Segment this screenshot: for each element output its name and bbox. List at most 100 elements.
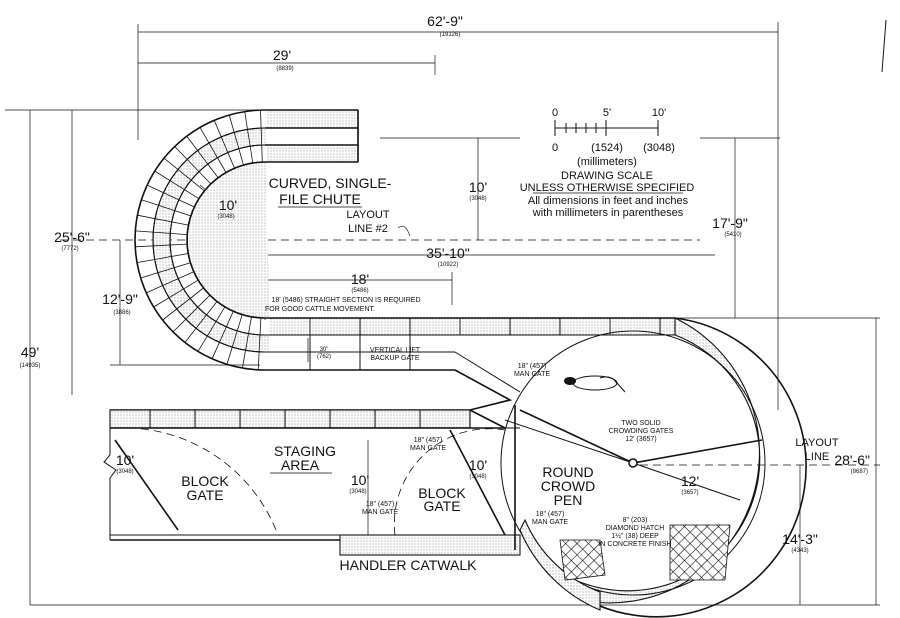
block-gate-left-line1: BLOCK <box>181 473 229 489</box>
chute-rib <box>172 294 211 333</box>
round-pen-line3: PEN <box>554 492 583 508</box>
round-pen-line1: ROUND <box>542 464 593 480</box>
staging-label-line2: AREA <box>281 457 320 473</box>
left-height-mm: (7772) <box>61 246 78 252</box>
crowd-pen-radius-ft: 12' <box>681 473 699 489</box>
chute-rib <box>140 262 191 279</box>
scale-title-line2: UNLESS OTHERWISE SPECIFIED <box>520 182 695 194</box>
layout-line2-label-b: LINE #2 <box>348 223 388 235</box>
scale-mm-1524: (1524) <box>591 142 623 154</box>
chute-rib <box>211 311 234 359</box>
block-gate-right-ft: 10' <box>469 457 487 473</box>
block-gate-left-line2: GATE <box>186 487 223 503</box>
chute-rib <box>186 135 219 178</box>
left-height-ft: 25'-6" <box>54 229 90 245</box>
chute-rib <box>137 214 189 226</box>
overall-width-ft: 62'-9" <box>427 13 463 29</box>
chute-title-line2: FILE CHUTE <box>279 191 361 207</box>
scale-note-line1: All dimensions in feet and inches <box>528 195 689 207</box>
vertical-ten-ft: 10' <box>469 179 487 195</box>
right-lower-height-mm: (4343) <box>791 548 808 554</box>
chute-rib <box>135 243 188 248</box>
chute-width-mm: (8839) <box>276 66 293 72</box>
staging-label-line1: STAGING <box>274 443 336 459</box>
vertical-ten-mm: (3048) <box>469 196 486 202</box>
total-height-ft: 49' <box>21 344 39 360</box>
chute-title-line1: CURVED, SINGLE- <box>269 175 392 191</box>
crowding-gates-line2: CROWDING GATES <box>609 428 674 435</box>
round-crowd-pen <box>500 317 807 618</box>
staging-ten-mm: (3048) <box>349 489 366 495</box>
hatch-note-line2: DIAMOND HATCH <box>606 525 665 532</box>
chute-rib <box>163 157 205 192</box>
man-gate-middle-size: 18" (457) <box>414 437 443 444</box>
crowding-gates-line3: 12' (3657) <box>625 436 656 443</box>
chute-rib <box>226 314 243 365</box>
chute-rib <box>141 199 191 217</box>
scale-texts: 0 5' 10' 0 (1524) (3048) (millimeters) D… <box>520 107 695 219</box>
right-total-height-mm: (8687) <box>851 469 868 475</box>
layout-line-label-a: LAYOUT <box>795 437 838 449</box>
vertical-lift-line2: BACKUP GATE <box>370 355 419 362</box>
chute-rib <box>257 317 262 370</box>
scale-tick-5: 5' <box>603 107 611 119</box>
chute-rib <box>260 110 263 163</box>
chute-rib <box>147 184 195 208</box>
chute-rib <box>135 230 188 235</box>
layout-line-length-mm: (10922) <box>438 262 459 268</box>
layout-line-label-b: LINE <box>805 451 829 463</box>
area-labels: CURVED, SINGLE- FILE CHUTE LAYOUT LINE #… <box>181 175 839 573</box>
scale-note-line2: with millimeters in parentheses <box>532 207 684 219</box>
man-gate-low-label: MAN GATE <box>362 509 398 516</box>
block-gate-right-line1: BLOCK <box>418 485 466 501</box>
scale-unit: (millimeters) <box>577 156 637 168</box>
radius-curve-ft: 10' <box>219 197 237 213</box>
man-gate-middle-label: MAN GATE <box>410 445 446 452</box>
crowd-pen-radius-mm: (3657) <box>681 490 698 496</box>
chute-rib <box>146 271 194 294</box>
dimension-lines <box>5 22 880 606</box>
scale-tick-10: 10' <box>652 107 666 119</box>
man-gate-low-size: 18" (457) <box>366 501 395 508</box>
overall-width-mm: (19126) <box>440 32 461 38</box>
staging-ten-ft: 10' <box>351 472 369 488</box>
lower-left-height-mm: (3886) <box>113 310 130 316</box>
chute-rib <box>197 306 226 352</box>
staging-area <box>103 409 521 556</box>
crowding-gates-line1: TWO SOLID <box>621 420 660 427</box>
man-gate-top-label: MAN GATE <box>514 371 550 378</box>
pen-mark <box>881 19 887 73</box>
scale-tick-0: 0 <box>552 107 558 119</box>
man-gate-top-size: 18" (457) <box>518 363 547 370</box>
man-gate-pen-label: MAN GATE <box>532 519 568 526</box>
cow-icon <box>564 375 626 393</box>
block-gate-left-ft: 10' <box>116 452 134 468</box>
lower-left-height-ft: 12'-9" <box>102 291 138 307</box>
chute-width-ft: 29' <box>273 47 291 63</box>
straight-section-mm: (5486) <box>351 288 368 294</box>
vertical-lift-line1: VERTICAL LIFT <box>370 347 421 354</box>
right-upper-height-ft: 17'-9" <box>712 215 748 231</box>
block-gate-right-line2: GATE <box>423 498 460 514</box>
drawing-scale-bar <box>554 120 659 136</box>
chute-rib <box>199 127 227 173</box>
right-upper-height-mm: (5410) <box>724 232 741 238</box>
round-pen-line2: CROWD <box>541 478 595 494</box>
man-gate-pen-size: 18" (457) <box>536 511 565 518</box>
catwalk-label: HANDLER CATWALK <box>340 557 478 573</box>
chute-rib <box>244 111 254 164</box>
straight-note-line1: 18' (5486) STRAIGHT SECTION IS REQUIRED <box>271 297 420 304</box>
chute-rib <box>213 120 235 169</box>
hatch-note-line4: IN CONCRETE FINISH <box>598 541 671 548</box>
chute-rib <box>154 170 200 200</box>
scale-mm-0: 0 <box>552 142 558 154</box>
layout-line-length-ft: 35'-10" <box>426 245 469 261</box>
straight-section-ft: 18' <box>351 271 369 287</box>
chute-rib <box>153 279 199 308</box>
chute-offset-ft: 30" <box>320 347 329 353</box>
chute-rib <box>184 301 218 343</box>
block-gate-left-mm: (3048) <box>116 469 133 475</box>
right-lower-height-ft: 14'-3" <box>782 531 818 547</box>
chute-offset-mm: (762) <box>317 354 331 360</box>
